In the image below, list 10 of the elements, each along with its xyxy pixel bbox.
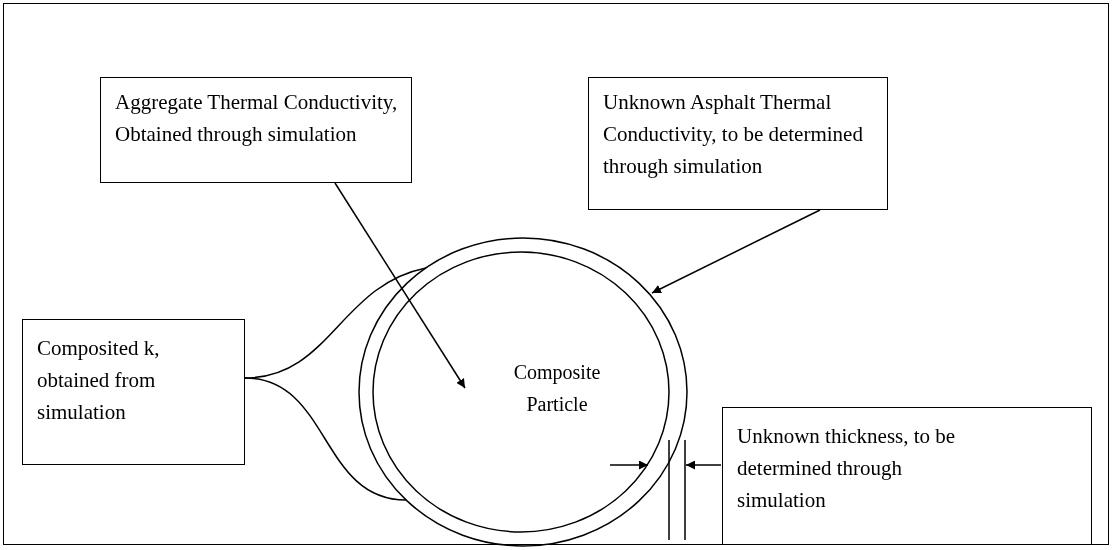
arrow xyxy=(651,209,821,294)
connector-line xyxy=(244,377,407,501)
arrow xyxy=(685,460,722,470)
callout-box: Unknown Asphalt Thermal Conductivity, to be determined through simulation xyxy=(588,77,888,210)
particle-label: Composite Particle xyxy=(512,360,602,417)
callout-box: Composited k, obtained from simulation xyxy=(22,319,245,465)
arrow xyxy=(609,460,649,470)
callout-box: Unknown thickness, to be determined through simulation xyxy=(722,407,1092,545)
callout-box: Aggregate Thermal Conductivity, Obtained through simulation xyxy=(100,77,412,183)
arrow xyxy=(334,182,466,389)
